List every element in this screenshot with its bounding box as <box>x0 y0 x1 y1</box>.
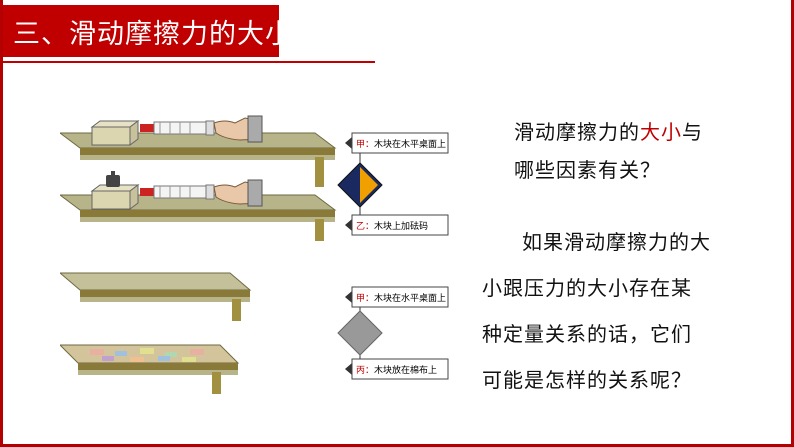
experiment-illustration <box>58 113 460 403</box>
slide-border-bottom <box>0 444 794 447</box>
callout-label-3: 甲：木块在水平桌面上 <box>356 294 447 304</box>
callout-box-3 <box>345 286 449 308</box>
slide-border-right <box>791 0 794 447</box>
question-line-1: 滑动摩擦力的大小与 <box>514 120 703 144</box>
experiment-figure: 甲：木块在木平桌面上 乙：木块上加砝码 甲：木块在水平桌面上 丙：木块放在棉布上 <box>58 113 460 403</box>
question-line-2: 哪些因素有关？ <box>514 158 661 182</box>
block-weight-spring-2 <box>90 171 263 210</box>
callout-box-2 <box>345 214 449 236</box>
hypothesis-line-1: 如果滑动摩擦力的大 <box>522 230 711 254</box>
hypothesis-line-3: 种定量关系的话，它们 <box>482 322 692 346</box>
callout-label-2: 乙：木块上加砝码 <box>356 222 429 232</box>
callout-box-1 <box>345 132 449 154</box>
question-highlight: 大小 <box>640 120 682 144</box>
callout-box-4 <box>345 358 449 380</box>
callout-connector-2 <box>337 295 383 371</box>
callout-connector-1 <box>337 143 383 228</box>
slide-title: 三、滑动摩擦力的大小 <box>13 18 293 50</box>
title-underline <box>3 61 375 63</box>
slide-border-left <box>0 0 3 447</box>
callout-label-1: 甲：木块在木平桌面上 <box>356 140 447 150</box>
table-4 <box>58 344 240 394</box>
table-3 <box>58 272 252 321</box>
hypothesis-line-4: 可能是怎样的关系呢？ <box>482 368 692 392</box>
title-banner: 三、滑动摩擦力的大小 <box>3 5 292 57</box>
callout-label-4: 丙：木块放在棉布上 <box>356 366 438 376</box>
block-spring-1 <box>90 115 263 146</box>
hypothesis-line-2: 小跟压力的大小存在某 <box>482 276 692 300</box>
